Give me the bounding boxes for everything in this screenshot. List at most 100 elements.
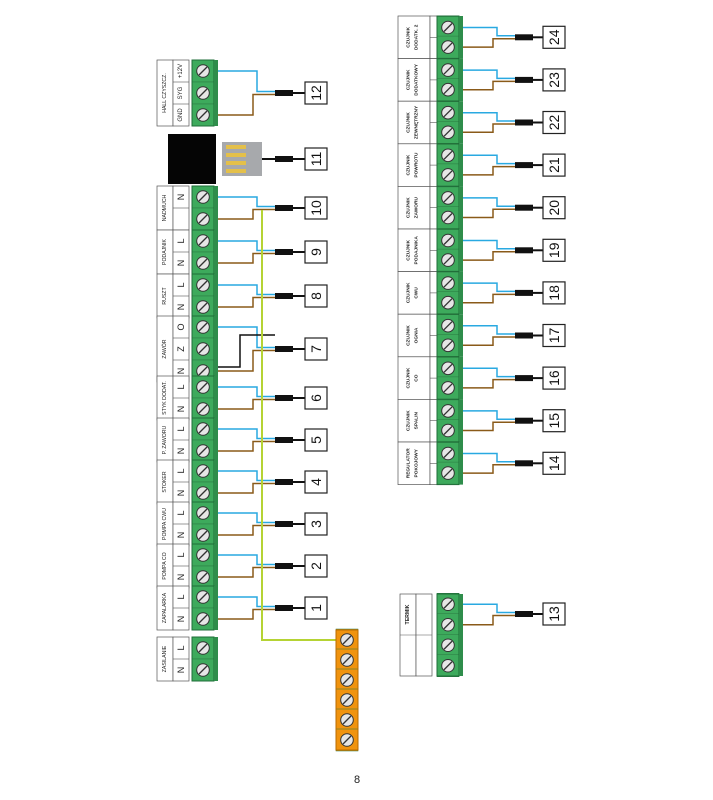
network-connector-11: 11 [168,134,328,184]
number-box [542,110,566,135]
screw-slot [198,404,208,414]
terminal-block-edge [214,274,218,318]
number-box [304,147,328,171]
screw-slot [342,635,352,645]
screw-slot [443,23,453,32]
cable-sleeve [515,375,533,382]
wire-brown [218,566,275,578]
cable-sleeve [275,521,293,527]
vertical-label: N [176,490,186,497]
screw-slot [198,192,208,202]
vertical-label: CZUJNIK [406,69,412,90]
vertical-label: CWU [414,287,420,299]
vertical-label: SPALIN [414,412,420,430]
contact-pin [226,161,246,165]
screw-slot [443,255,453,265]
wire-blue [463,282,515,293]
vertical-label: N [176,616,186,623]
terminal-block-edge [214,60,218,126]
terminal-block-edge [459,58,463,102]
label-cell [397,399,431,443]
vertical-label: N [176,532,186,539]
screw-slot [443,599,453,609]
wire-brown [218,398,275,410]
cable-sleeve [275,437,293,443]
vertical-label: POKOJOWY [414,448,420,477]
wire-brown [218,349,275,372]
cable-sleeve [515,247,533,254]
terminal-block-edge [459,101,463,144]
wire-blue [218,240,275,252]
screw-slot [443,426,453,435]
terminal-block-edge [214,637,218,681]
terminal-block-edge [214,460,218,504]
terminal-block-edge [214,502,218,546]
cable-sleeve [275,395,293,401]
earth-bus [261,210,340,641]
wire-brown [463,123,515,134]
cable-sleeve [275,605,293,611]
vertical-label: DODATKOWY [414,63,420,95]
wire-brown [463,293,515,304]
screw-slot [198,236,208,246]
orange-terminal-block [335,628,359,752]
vertical-label: TERMIK [405,604,411,624]
number-label: 1 [308,604,324,612]
wire-brown [463,336,515,347]
screw-slot [198,322,208,332]
wire-brown [218,482,275,494]
number-box [542,25,566,49]
cable-sleeve [515,460,533,467]
terminal-block-edge [459,143,463,187]
wire-blue [463,197,515,207]
number-label: 14 [546,455,562,471]
wire-brown [218,93,275,116]
screw-slot [443,620,453,630]
vertical-label: N [176,194,186,201]
screw-slot [198,66,208,76]
number-label: 8 [308,292,324,300]
number-box [542,196,566,220]
screw-slot [198,488,208,498]
screw-slot [443,65,453,75]
vertical-label: STOKER [162,471,168,492]
cable-sleeve [275,156,293,162]
wire-blue [218,326,275,349]
vertical-label: N [176,368,186,375]
terminal-block-edge [459,594,463,676]
wire-brown [463,165,515,176]
screw-slot [443,383,453,393]
number-box [304,240,328,264]
screw-slot [443,85,453,95]
number-label: 20 [546,200,562,216]
vertical-label: REGULATOR [406,448,412,478]
number-label: 6 [308,394,324,402]
wire-blue [218,596,275,608]
number-box [304,596,328,620]
label-cell [397,100,431,145]
contact-pin [226,145,246,149]
number-label: 4 [308,478,324,486]
cable-sleeve [275,479,293,485]
screw-slot [198,665,208,675]
left-block-6: STYK DODAT.LN6 [156,375,328,421]
screw-slot [443,193,453,203]
screw-slot [198,446,208,456]
screw-slot [198,88,208,98]
number-box [542,281,566,305]
vertical-label: CO [414,374,420,381]
screw-slot [198,424,208,434]
cable-sleeve [515,34,533,41]
vertical-label: L [176,468,186,473]
vertical-label: +12V [178,64,184,78]
screw-slot [443,661,453,671]
vertical-label: POMPA CO [162,552,168,579]
wire-brown [218,608,275,620]
vertical-label: HALL CZYSZCZ. [162,73,168,113]
screw-slot [198,614,208,624]
cable-sleeve [275,293,293,299]
